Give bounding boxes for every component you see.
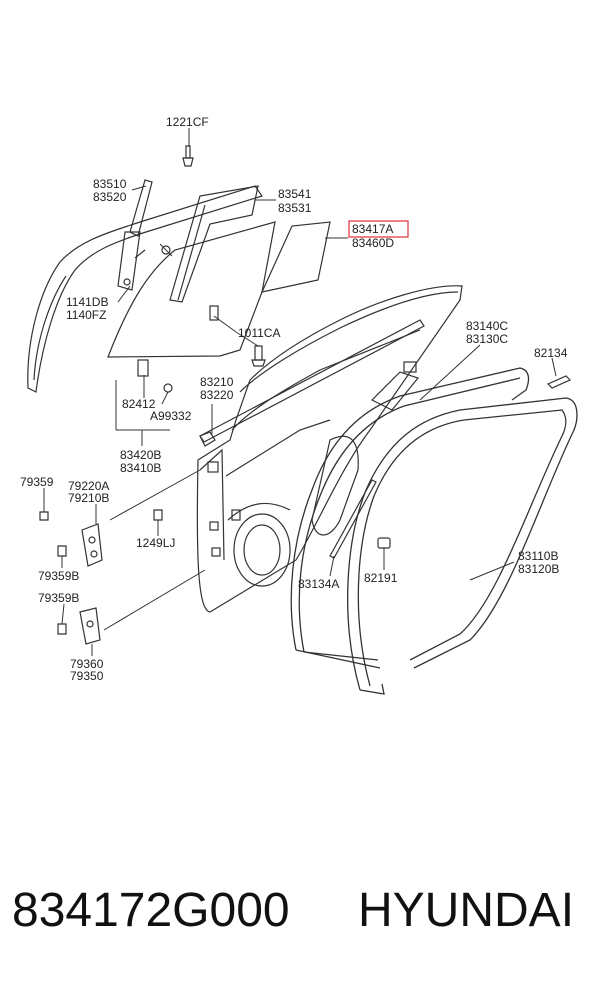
footer-brand: HYUNDAI bbox=[358, 884, 574, 937]
label-83420b: 83420B bbox=[120, 448, 161, 462]
label-83410b: 83410B bbox=[120, 461, 161, 475]
label-82134: 82134 bbox=[534, 346, 568, 360]
clip-82134 bbox=[546, 375, 572, 389]
label-79360: 79360 bbox=[70, 657, 104, 671]
bolt-a99332 bbox=[163, 383, 173, 393]
label-79359b-lower: 79359B bbox=[38, 591, 79, 605]
label-83460d: 83460D bbox=[352, 236, 394, 250]
label-79359: 79359 bbox=[20, 475, 54, 489]
bolt-1141db bbox=[159, 243, 173, 257]
center-pillar-trim bbox=[117, 179, 153, 291]
bolt-1221cf bbox=[182, 145, 194, 167]
label-83210: 83210 bbox=[200, 375, 234, 389]
label-82412: 82412 bbox=[122, 397, 156, 411]
label-83110b: 83110B bbox=[518, 549, 558, 563]
label-1221cf: 1221CF bbox=[166, 115, 209, 129]
part-labels: 1221CF 83510 83520 83541 83531 83417A 83… bbox=[20, 115, 568, 683]
label-79210b: 79210B bbox=[68, 491, 109, 505]
quarter-glass bbox=[260, 221, 331, 293]
window-run-channel bbox=[27, 185, 263, 393]
highlight-box bbox=[348, 220, 409, 238]
quarter-glass-frame bbox=[169, 185, 259, 303]
label-83417a: 83417A bbox=[352, 222, 393, 236]
label-79350: 79350 bbox=[70, 669, 104, 683]
label-82191: 82191 bbox=[364, 571, 398, 585]
belt-line-weatherstrip bbox=[199, 319, 425, 443]
door-bumper-82191 bbox=[377, 537, 391, 549]
label-83220: 83220 bbox=[200, 388, 234, 402]
label-83120b: 83120B bbox=[518, 562, 559, 576]
lower-hinge bbox=[57, 607, 101, 645]
body-side-weatherstrip bbox=[347, 397, 578, 695]
label-83510: 83510 bbox=[93, 177, 127, 191]
label-83140c: 83140C bbox=[466, 319, 508, 333]
label-a99332: A99332 bbox=[150, 409, 192, 423]
label-1140fz: 1140FZ bbox=[66, 308, 106, 322]
label-83520: 83520 bbox=[93, 190, 127, 204]
label-83531: 83531 bbox=[278, 201, 312, 215]
door-frame-seal bbox=[290, 367, 530, 669]
door-window-glass bbox=[107, 221, 276, 377]
upper-hinge bbox=[39, 509, 163, 567]
label-79359b-upper: 79359B bbox=[38, 569, 79, 583]
rear-lower-channel bbox=[329, 479, 377, 559]
label-83130c: 83130C bbox=[466, 332, 508, 346]
label-1011ca: 1011CA bbox=[238, 326, 280, 340]
leader-lines bbox=[43, 128, 557, 656]
label-83134a: 83134A bbox=[298, 577, 339, 591]
bolt-1011ca bbox=[251, 345, 266, 367]
label-1141db: 1141DB bbox=[66, 295, 108, 309]
label-79220a: 79220A bbox=[68, 479, 109, 493]
label-1249lj: 1249LJ bbox=[136, 536, 175, 550]
footer-part-number: 834172G000 bbox=[12, 884, 290, 937]
label-83541: 83541 bbox=[278, 187, 312, 201]
